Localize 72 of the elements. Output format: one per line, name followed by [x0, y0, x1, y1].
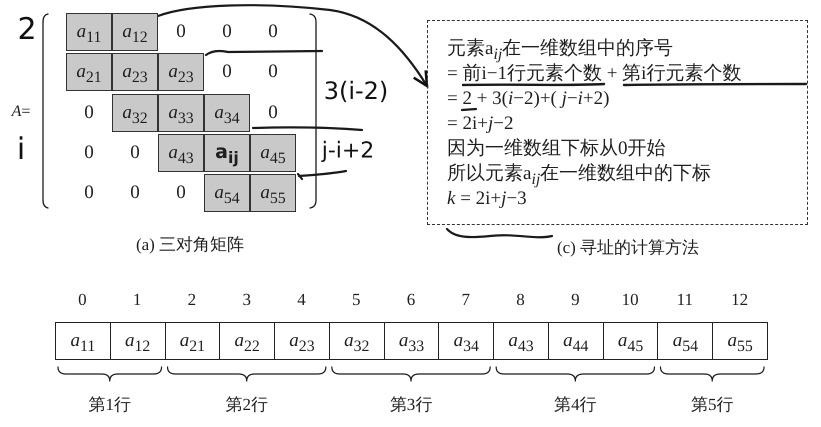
array-cell: a$_{22}$: [219, 322, 276, 360]
index-number: 2: [188, 290, 196, 310]
shaded-cell: a$_{11}$: [66, 13, 112, 51]
index-number: 3: [242, 290, 251, 310]
text-line: k = 2i+j−3: [447, 188, 527, 209]
index-number: 4: [297, 290, 306, 310]
figure-caption: (c) 寻址的计算方法: [556, 238, 700, 258]
text-line: = 2 + 3(i−2)+( j−i+2): [447, 88, 610, 109]
matrix-entry: 0: [222, 21, 232, 43]
index-number: 6: [406, 290, 416, 310]
handwritten-note: i: [16, 132, 26, 168]
shaded-cell: a$_{ij}$: [204, 134, 250, 172]
array-cell: a$_{54}$: [657, 322, 714, 360]
text-line: = 前i−1行元素个数 + 第i行元素个数: [447, 63, 742, 84]
array-cell: a$_{43}$: [493, 322, 549, 360]
array-cell: a$_{33}$: [384, 322, 440, 360]
shaded-cell: a$_{55}$: [250, 174, 296, 212]
matrix-entry: 0: [222, 61, 232, 83]
index-number: 1: [132, 290, 142, 310]
handwritten-note: 2: [17, 12, 37, 48]
shaded-cell: a$_{54}$: [204, 174, 250, 212]
index-number: 0: [78, 290, 87, 310]
matrix-entry: 0: [268, 21, 278, 43]
matrix-entry: 0: [130, 182, 140, 204]
array-cell: a$_{21}$: [164, 322, 220, 360]
array-cell: a$_{55}$: [712, 322, 768, 360]
index-number: 8: [516, 290, 525, 310]
shaded-cell: a$_{33}$: [158, 94, 204, 132]
shaded-cell: a$_{32}$: [112, 94, 158, 132]
row-label: 第1行: [88, 395, 132, 415]
row-label: 第2行: [225, 395, 268, 415]
matrix-entry: 0: [130, 142, 140, 164]
curved-arrow: [156, 4, 428, 88]
text-line: = 2i+j−2: [447, 113, 514, 134]
index-number: 7: [462, 290, 470, 310]
row-label: 第4行: [554, 395, 597, 415]
array-cell: a$_{12}$: [110, 322, 166, 360]
matrix-entry: 0: [268, 102, 278, 124]
matrix-entry: 0: [84, 182, 94, 204]
matrix-entry: 0: [268, 61, 278, 83]
row-label: 第5行: [690, 395, 734, 415]
index-number: 12: [731, 290, 748, 310]
array-cell: a$_{34}$: [438, 322, 494, 360]
shaded-cell: a$_{12}$: [112, 13, 158, 51]
array-cell: a$_{44}$: [548, 322, 604, 360]
handwritten-note: 3(i-2): [324, 78, 388, 106]
text-line: 元素a$_{ij}$在一维数组中的序号: [447, 38, 674, 63]
matrix-entry: 0: [84, 142, 94, 164]
index-number: 9: [571, 290, 580, 310]
matrix-entry: 0: [176, 21, 186, 43]
shaded-cell: a$_{43}$: [158, 134, 204, 172]
shaded-cell: a$_{23}$: [158, 53, 204, 91]
matrix-entry: 0: [84, 102, 94, 124]
array-cell: a$_{45}$: [602, 322, 658, 360]
index-number: 5: [352, 290, 360, 310]
matrix-name: A=: [12, 102, 30, 122]
index-number: 10: [622, 290, 639, 310]
figure-caption: (a) 三对角矩阵: [136, 235, 244, 255]
array-cell: a$_{11}$: [55, 322, 111, 360]
text-line: 因为一维数组下标从0开始: [447, 138, 666, 159]
index-number: 11: [676, 290, 694, 310]
handwritten-note: j-i+2: [322, 138, 374, 164]
shaded-cell: a$_{34}$: [204, 94, 250, 132]
row-label: 第3行: [390, 395, 432, 415]
shaded-cell: a$_{23}$: [112, 53, 158, 91]
array-cell: a$_{23}$: [274, 322, 330, 360]
array-cell: a$_{32}$: [328, 322, 385, 360]
shaded-cell: a$_{21}$: [66, 53, 112, 91]
text-line: 所以元素a$_{ij}$在一维数组中的下标: [447, 163, 712, 190]
shaded-cell: a$_{45}$: [250, 134, 296, 172]
dashed-box: [427, 20, 808, 225]
matrix-entry: 0: [176, 182, 186, 204]
